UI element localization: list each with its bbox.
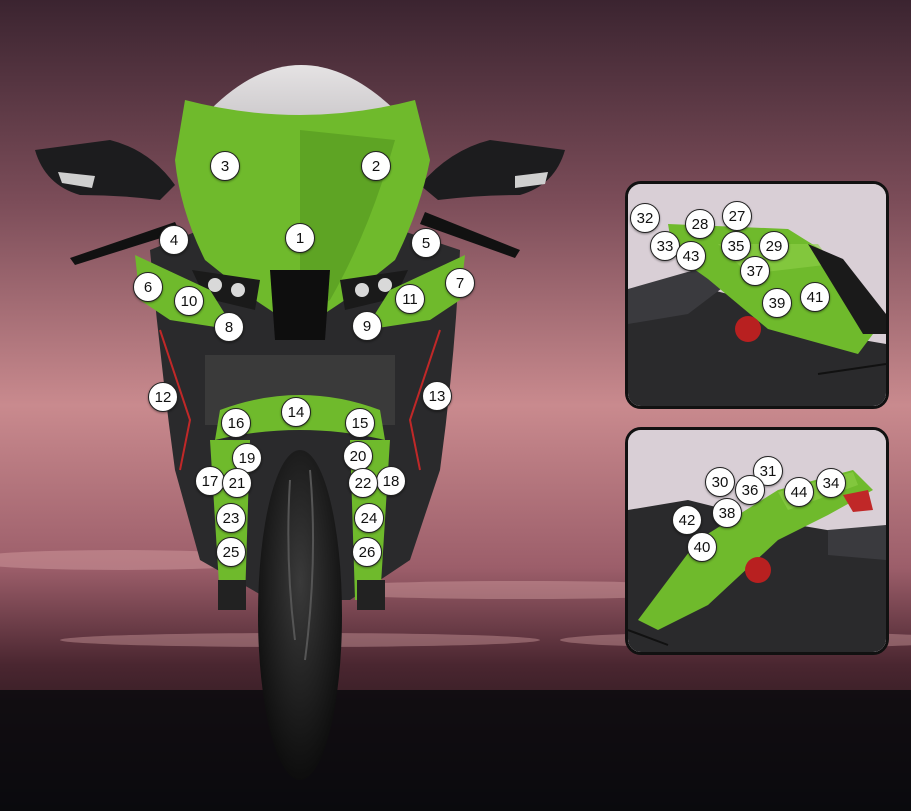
callout-29: 29 xyxy=(759,231,789,261)
callout-1: 1 xyxy=(285,223,315,253)
callout-30: 30 xyxy=(705,467,735,497)
callout-40: 40 xyxy=(687,532,717,562)
callout-36: 36 xyxy=(735,475,765,505)
callout-14: 14 xyxy=(281,397,311,427)
callout-21: 21 xyxy=(222,468,252,498)
callout-7: 7 xyxy=(445,268,475,298)
callout-10: 10 xyxy=(174,286,204,316)
callout-37: 37 xyxy=(740,256,770,286)
callout-12: 12 xyxy=(148,382,178,412)
callout-4: 4 xyxy=(159,225,189,255)
callout-9: 9 xyxy=(352,311,382,341)
callout-13: 13 xyxy=(422,381,452,411)
callout-25: 25 xyxy=(216,537,246,567)
callout-17: 17 xyxy=(195,466,225,496)
callout-35: 35 xyxy=(721,231,751,261)
callout-32: 32 xyxy=(630,203,660,233)
callout-8: 8 xyxy=(214,312,244,342)
callout-2: 2 xyxy=(361,151,391,181)
callout-16: 16 xyxy=(221,408,251,438)
tail-right-illustration xyxy=(628,184,886,406)
callout-5: 5 xyxy=(411,228,441,258)
callout-44: 44 xyxy=(784,477,814,507)
callout-26: 26 xyxy=(352,537,382,567)
callout-6: 6 xyxy=(133,272,163,302)
inset-tail-left: 30 31 34 36 44 38 42 40 xyxy=(625,427,889,655)
callout-15: 15 xyxy=(345,408,375,438)
inset-tail-right: 32 28 27 33 43 35 29 37 39 41 xyxy=(625,181,889,409)
callout-38: 38 xyxy=(712,498,742,528)
callout-23: 23 xyxy=(216,503,246,533)
callout-28: 28 xyxy=(685,209,715,239)
callout-3: 3 xyxy=(210,151,240,181)
callout-18: 18 xyxy=(376,466,406,496)
callout-20: 20 xyxy=(343,441,373,471)
callout-34: 34 xyxy=(816,468,846,498)
callout-27: 27 xyxy=(722,201,752,231)
callout-39: 39 xyxy=(762,288,792,318)
callout-43: 43 xyxy=(676,241,706,271)
callout-41: 41 xyxy=(800,282,830,312)
callout-24: 24 xyxy=(354,503,384,533)
callout-11: 11 xyxy=(395,284,425,314)
callout-22: 22 xyxy=(348,468,378,498)
callout-42: 42 xyxy=(672,505,702,535)
